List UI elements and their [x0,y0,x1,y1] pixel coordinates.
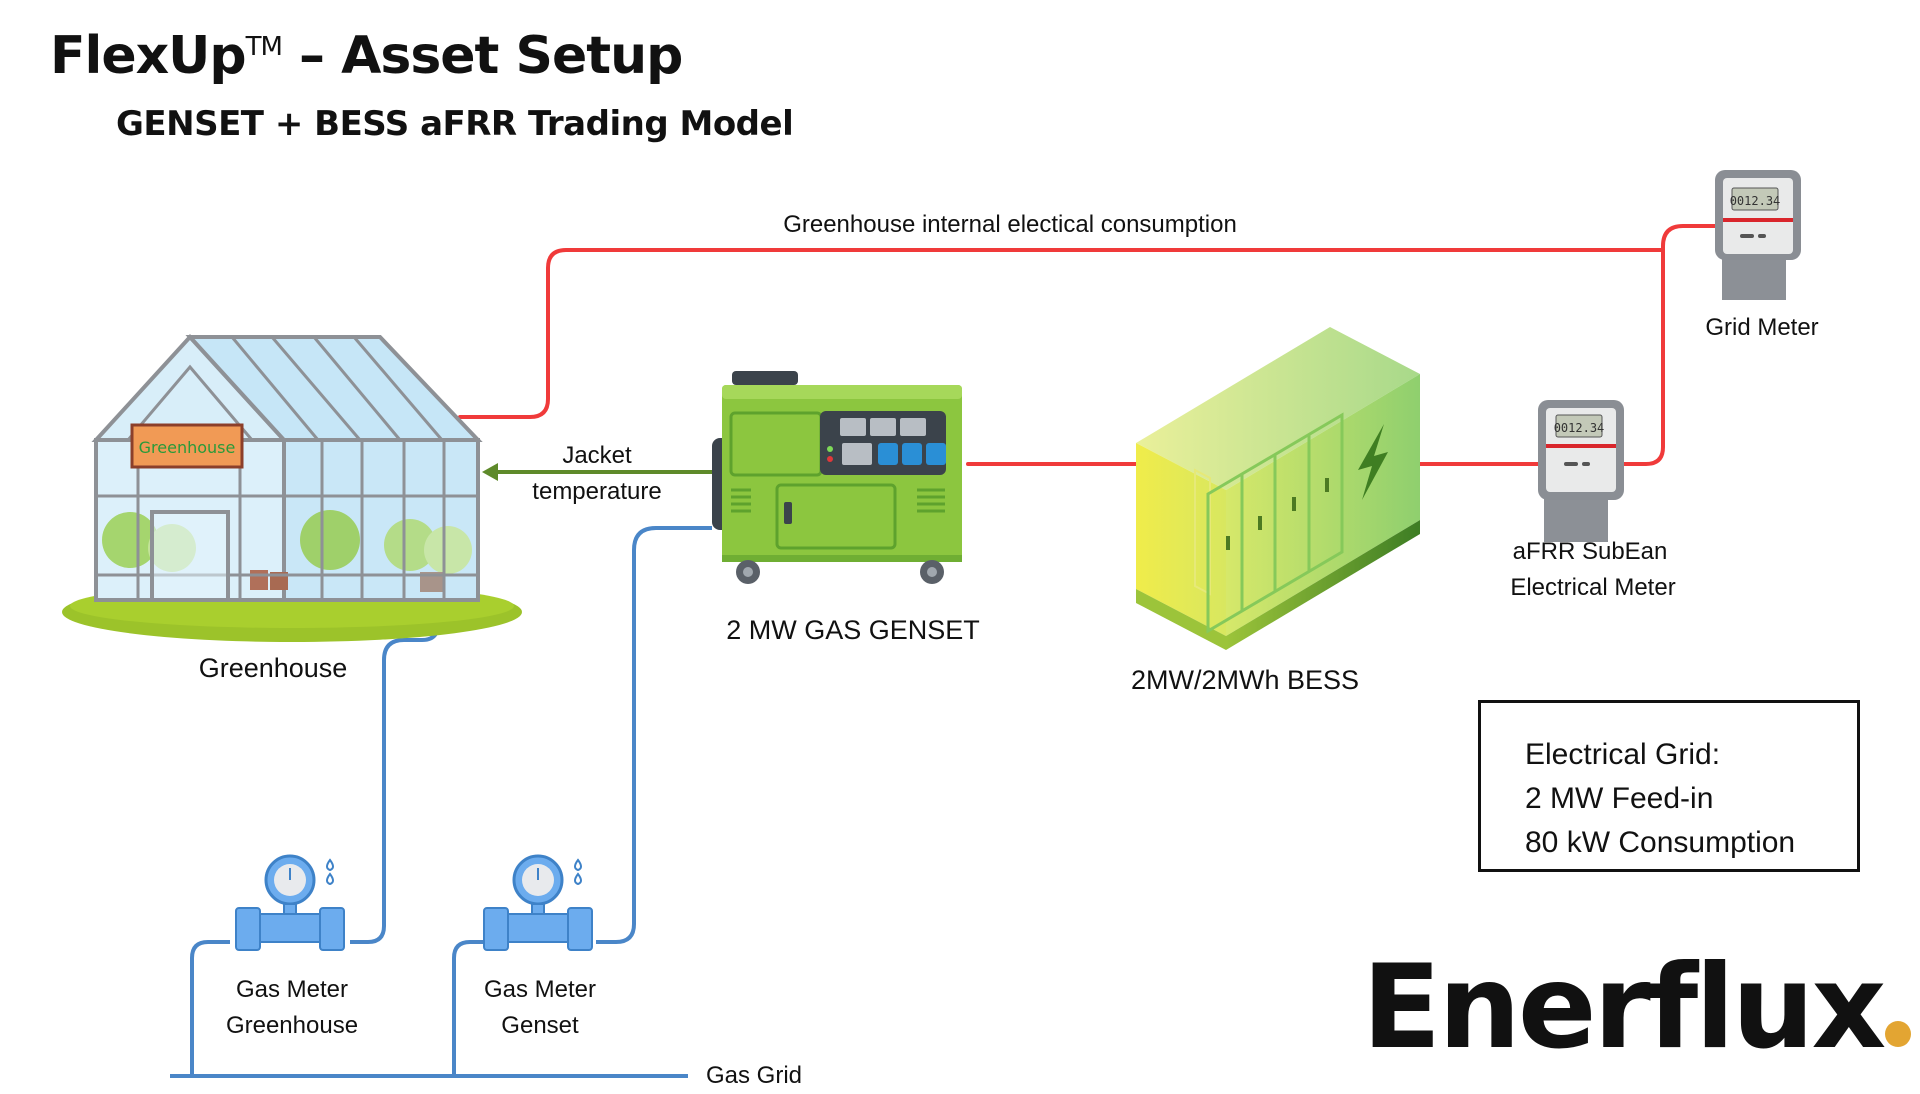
grid-meter-display: 0012.34 [1730,194,1781,208]
info-box-feed-in: 2 MW Feed-in [1525,782,1714,815]
jacket-label-line2: temperature [532,478,662,505]
afrr-meter-display: 0012.34 [1554,421,1605,435]
gas-line-genset-up [596,526,712,944]
greenhouse-consumption-label: Greenhouse internal electical consumptio… [783,211,1237,238]
gas-meter-genset-icon [483,854,593,951]
page-subtitle: GENSET + BESS aFRR Trading Model [116,104,794,144]
info-box-consumption: 80 kW Consumption [1525,826,1796,859]
genset-icon [712,371,962,584]
logo-dot-icon [1885,1021,1912,1047]
greenhouse-label: Greenhouse [198,653,348,683]
greenhouse-icon: Greenhouse [62,334,522,642]
trademark-symbol: TM [245,32,283,62]
lightning-bolt-icon [1358,424,1388,500]
genset-label: 2 MW GAS GENSET [726,615,980,645]
jacket-label-line1: Jacket [562,442,632,469]
grid-meter-icon: 0012.34 [1715,170,1801,300]
title-main: FlexUp [50,26,247,86]
gas-line-genset [452,940,486,1076]
bess-icon [1136,327,1420,650]
bess-label: 2MW/2MWh BESS [1130,665,1360,695]
page-title: FlexUpTM – Asset Setup [50,26,683,86]
electric-connections [458,224,1720,466]
afrr-meter-icon: 0012.34 [1538,400,1624,542]
jacket-temperature-arrow [482,463,720,481]
info-box-heading: Electrical Grid: [1525,738,1721,771]
gas-meter-greenhouse-label-line1: Gas Meter [235,976,349,1003]
afrr-grid-meter-line [1618,248,1665,466]
grid-meter-link-line [1661,224,1720,252]
grid-meter-label: Grid Meter [1705,314,1819,341]
greenhouse-consumption-line [458,248,1665,419]
gas-grid-label: Gas Grid [705,1062,803,1089]
electrical-grid-info-box: Electrical Grid: 2 MW Feed-in 80 kW Cons… [1478,700,1860,872]
title-rest: – Asset Setup [281,26,683,86]
afrr-meter-label-line2: Electrical Meter [1510,574,1676,601]
enerflux-logo: Enerflux [1362,950,1912,1066]
gas-line-greenhouse [190,940,230,1076]
gas-meter-greenhouse-icon [235,854,345,951]
gas-meter-genset-label-line2: Genset [501,1012,579,1039]
gas-meter-greenhouse-label-line2: Greenhouse [225,1012,359,1039]
gas-line-greenhouse-up [350,598,440,944]
afrr-meter-label-line1: aFRR SubEan [1512,538,1668,565]
arrow-head-icon [482,463,498,481]
gas-meter-genset-label-line1: Gas Meter [483,976,597,1003]
greenhouse-sign-text: Greenhouse [139,438,236,457]
logo-text: Enerflux [1362,940,1886,1075]
